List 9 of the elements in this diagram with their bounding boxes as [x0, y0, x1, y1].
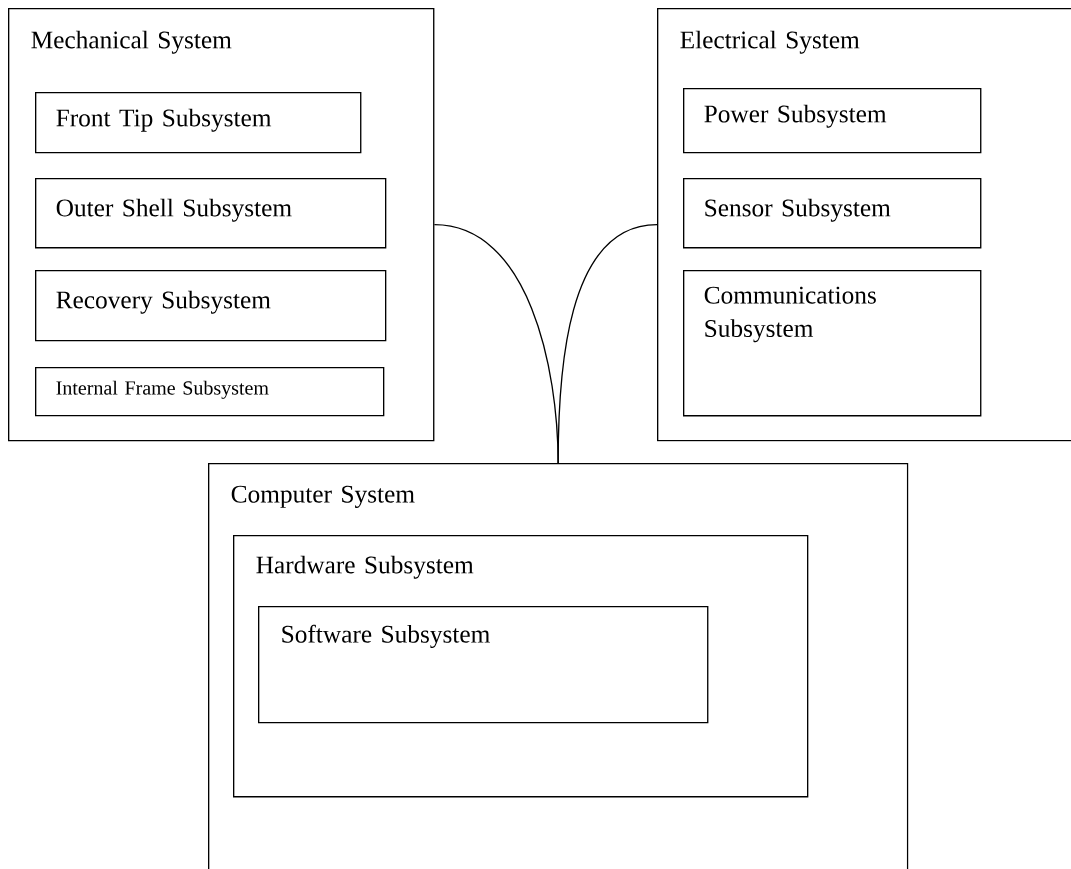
- subsystem-box: Communications Subsystem: [683, 270, 982, 417]
- subsystem-box: Software Subsystem: [258, 606, 709, 724]
- subsystem-box: Sensor Subsystem: [683, 178, 982, 249]
- subsystem-box: Recovery Subsystem: [35, 270, 387, 342]
- subsystem-box: Front Tip Subsystem: [35, 92, 362, 154]
- subsystem-box: Power Subsystem: [683, 88, 982, 154]
- connector-curve: [557, 224, 658, 464]
- subsystem-box: Internal Frame Subsystem: [35, 367, 385, 417]
- subsystem-box: Outer Shell Subsystem: [35, 178, 387, 249]
